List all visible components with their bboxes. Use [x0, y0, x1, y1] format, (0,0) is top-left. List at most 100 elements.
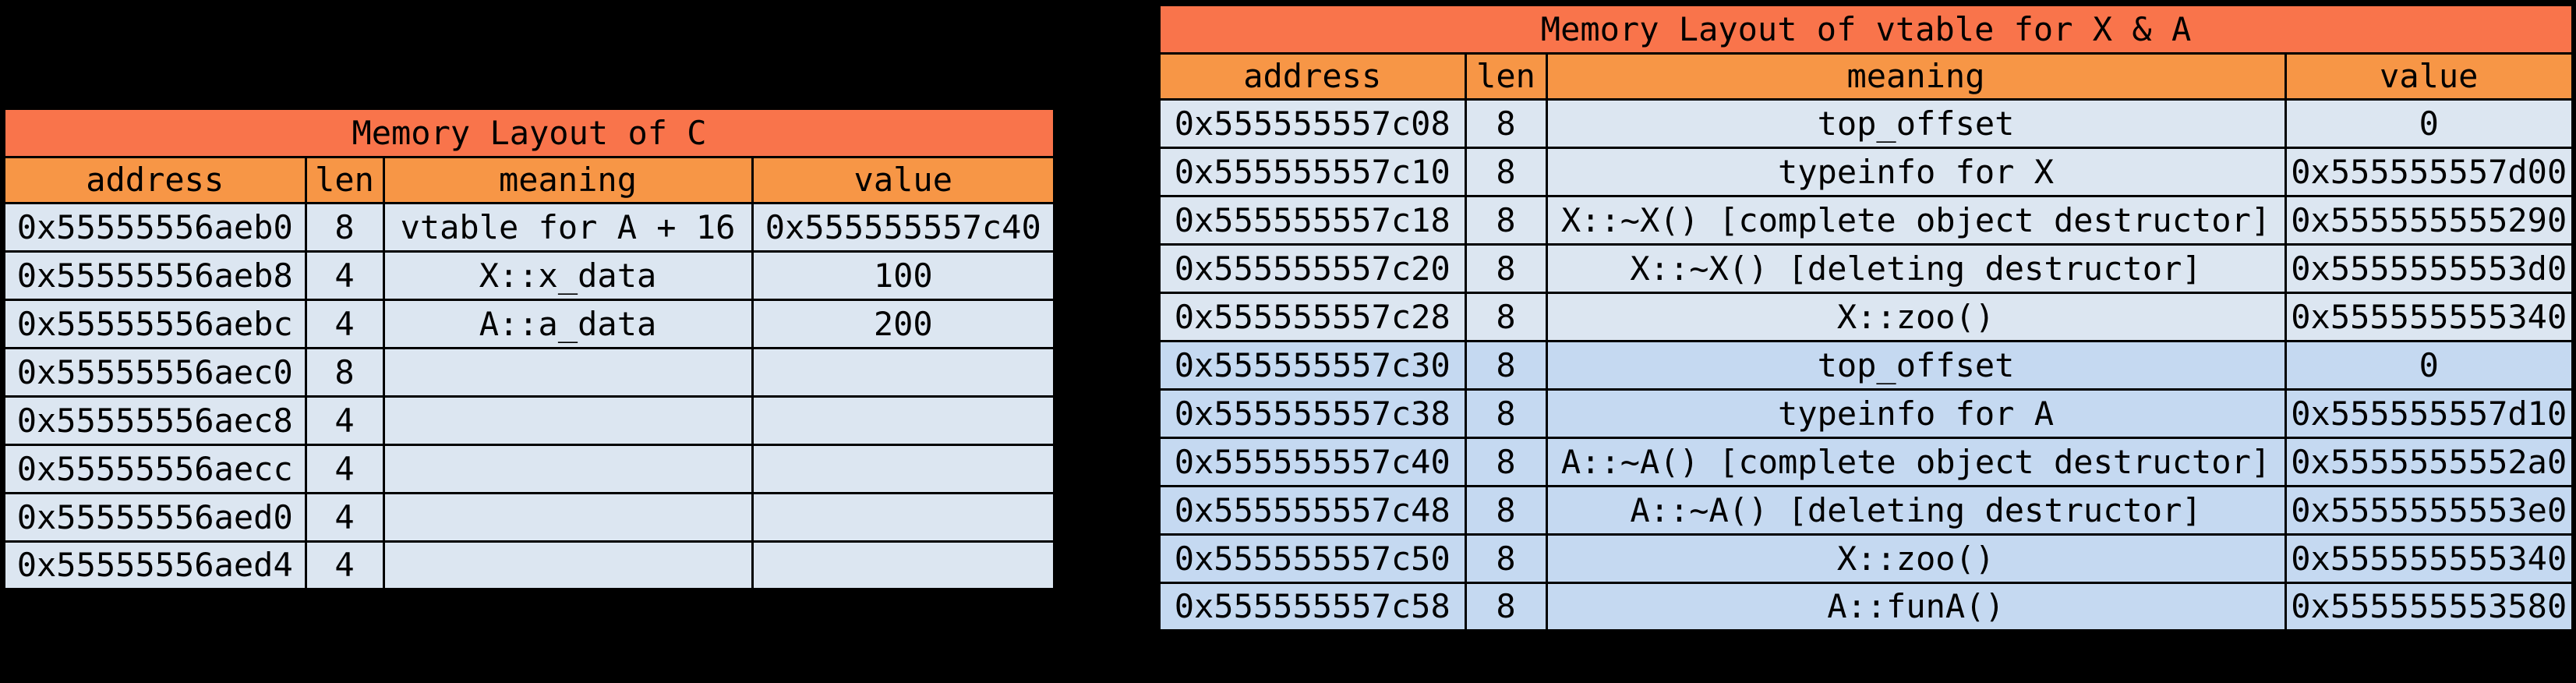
column-header-address: address [1157, 51, 1467, 101]
cell-value: 0 [2284, 97, 2574, 149]
cell-meaning: A::~A() [complete object destructor] [1545, 436, 2287, 487]
table-row: 0x555555557c58 8 A::funA() 0x55555555358… [1157, 581, 2574, 632]
cell-meaning [382, 540, 754, 591]
cell-value [751, 491, 1056, 543]
table-row: 0x55555556aed0 4 [2, 491, 1056, 543]
cell-value [751, 540, 1056, 591]
cell-meaning: A::~A() [deleting destructor] [1545, 484, 2287, 536]
table-row: 0x55555556aecc 4 [2, 443, 1056, 494]
cell-value: 0x5555555552a0 [2284, 436, 2574, 487]
cell-value [751, 395, 1056, 446]
cell-address: 0x555555557c48 [1157, 484, 1467, 536]
cell-address: 0x55555556aeb8 [2, 249, 307, 301]
column-header-value: value [2284, 51, 2574, 101]
cell-value: 0x5555555553e0 [2284, 484, 2574, 536]
cell-meaning: A::a_data [382, 298, 754, 349]
cell-value: 0x555555555340 [2284, 291, 2574, 342]
cell-meaning: X::zoo() [1545, 291, 2287, 342]
table-vtable-body: 0x555555557c08 8 top_offset 0 0x55555555… [1157, 97, 2574, 632]
cell-address: 0x555555557c08 [1157, 97, 1467, 149]
cell-value [751, 443, 1056, 494]
cell-len: 8 [1464, 194, 1548, 246]
column-header-len: len [304, 155, 385, 204]
cell-meaning: vtable for A + 16 [382, 201, 754, 253]
cell-meaning: top_offset [1545, 97, 2287, 149]
cell-value: 0x555555555290 [2284, 194, 2574, 246]
cell-value: 100 [751, 249, 1056, 301]
cell-len: 4 [304, 395, 385, 446]
cell-value: 0 [2284, 339, 2574, 391]
memory-layout-table-vtable-x-a: Memory Layout of vtable for X & A addres… [1157, 3, 2575, 632]
column-header-meaning: meaning [382, 155, 754, 204]
cell-address: 0x555555557c38 [1157, 388, 1467, 439]
cell-meaning: typeinfo for X [1545, 146, 2287, 197]
cell-meaning [382, 443, 754, 494]
cell-meaning [382, 491, 754, 543]
cell-address: 0x555555557c28 [1157, 291, 1467, 342]
table-row: 0x555555557c38 8 typeinfo for A 0x555555… [1157, 388, 2574, 439]
cell-address: 0x55555556aed0 [2, 491, 307, 543]
cell-address: 0x555555557c58 [1157, 581, 1467, 632]
memory-layout-table-c: Memory Layout of C address len meaning v… [2, 107, 1057, 591]
cell-len: 8 [304, 201, 385, 253]
cell-address: 0x55555556aec0 [2, 346, 307, 398]
table-row: 0x55555556aed4 4 [2, 540, 1056, 591]
cell-value: 0x555555557d10 [2284, 388, 2574, 439]
cell-len: 8 [1464, 242, 1548, 294]
table-row: 0x555555557c18 8 X::~X() [complete objec… [1157, 194, 2574, 246]
table-row: 0x55555556aebc 4 A::a_data 200 [2, 298, 1056, 349]
cell-value: 200 [751, 298, 1056, 349]
cell-address: 0x55555556aecc [2, 443, 307, 494]
cell-len: 4 [304, 540, 385, 591]
cell-address: 0x555555557c10 [1157, 146, 1467, 197]
table-vtable-title: Memory Layout of vtable for X & A [1157, 3, 2574, 55]
cell-len: 8 [1464, 291, 1548, 342]
cell-len: 8 [1464, 339, 1548, 391]
table-row: 0x55555556aeb0 8 vtable for A + 16 0x555… [2, 201, 1056, 253]
cell-value: 0x555555555340 [2284, 533, 2574, 584]
cell-meaning: top_offset [1545, 339, 2287, 391]
table-row: 0x55555556aec0 8 [2, 346, 1056, 398]
table-c-body: 0x55555556aeb0 8 vtable for A + 16 0x555… [2, 201, 1056, 591]
cell-meaning: X::x_data [382, 249, 754, 301]
cell-meaning: A::funA() [1545, 581, 2287, 632]
cell-len: 8 [1464, 436, 1548, 487]
table-row: 0x55555556aec8 4 [2, 395, 1056, 446]
column-header-value: value [751, 155, 1056, 204]
table-row: 0x555555557c10 8 typeinfo for X 0x555555… [1157, 146, 2574, 197]
cell-address: 0x55555556aeb0 [2, 201, 307, 253]
cell-value: 0x555555553580 [2284, 581, 2574, 632]
cell-len: 8 [1464, 388, 1548, 439]
cell-address: 0x55555556aebc [2, 298, 307, 349]
cell-len: 8 [1464, 484, 1548, 536]
cell-address: 0x555555557c40 [1157, 436, 1467, 487]
column-header-len: len [1464, 51, 1548, 101]
cell-value: 0x555555557c40 [751, 201, 1056, 253]
table-c-head: Memory Layout of C address len meaning v… [2, 107, 1056, 204]
cell-len: 4 [304, 491, 385, 543]
cell-address: 0x555555557c30 [1157, 339, 1467, 391]
cell-len: 4 [304, 443, 385, 494]
table-row: 0x555555557c50 8 X::zoo() 0x555555555340 [1157, 533, 2574, 584]
cell-len: 8 [304, 346, 385, 398]
cell-len: 8 [1464, 581, 1548, 632]
column-header-meaning: meaning [1545, 51, 2287, 101]
table-c-title-row: Memory Layout of C [2, 107, 1056, 158]
cell-meaning [382, 395, 754, 446]
cell-len: 8 [1464, 97, 1548, 149]
table-row: 0x555555557c20 8 X::~X() [deleting destr… [1157, 242, 2574, 294]
table-row: 0x555555557c08 8 top_offset 0 [1157, 97, 2574, 149]
cell-address: 0x555555557c50 [1157, 533, 1467, 584]
cell-value: 0x5555555553d0 [2284, 242, 2574, 294]
cell-address: 0x555555557c20 [1157, 242, 1467, 294]
table-vtable-title-row: Memory Layout of vtable for X & A [1157, 3, 2574, 55]
table-vtable-header-row: address len meaning value [1157, 51, 2574, 101]
cell-meaning: X::~X() [deleting destructor] [1545, 242, 2287, 294]
table-c-title: Memory Layout of C [2, 107, 1056, 158]
table-row: 0x555555557c40 8 A::~A() [complete objec… [1157, 436, 2574, 487]
table-vtable-head: Memory Layout of vtable for X & A addres… [1157, 3, 2574, 101]
table-row: 0x555555557c28 8 X::zoo() 0x555555555340 [1157, 291, 2574, 342]
cell-meaning: typeinfo for A [1545, 388, 2287, 439]
cell-address: 0x55555556aed4 [2, 540, 307, 591]
